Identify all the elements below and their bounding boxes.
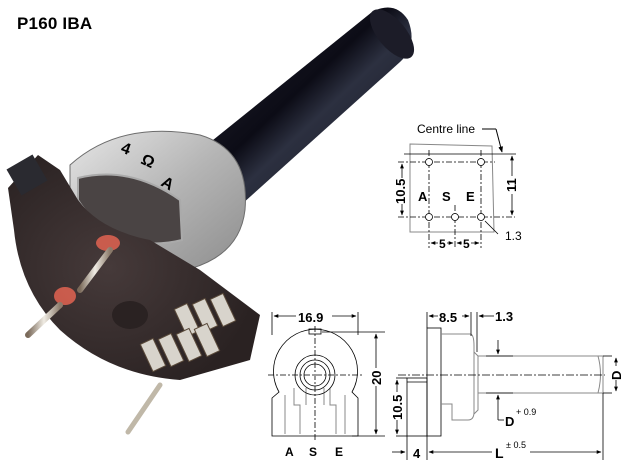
front-pin-label-a: A [285, 445, 294, 459]
dim-pitch-right: 5 [463, 237, 470, 251]
dim-pitch-left: 5 [439, 237, 446, 251]
side-view: 8.5 1.3 D + 0.9 D 10.5 4 L ± 0.5 [390, 309, 624, 461]
dim-11: 11 [504, 178, 519, 192]
pin-label-e: E [466, 189, 475, 204]
dim-1-3: 1.3 [495, 309, 513, 324]
centre-line-label: Centre line [417, 122, 475, 136]
front-view: 16.9 20 A S E [268, 308, 385, 459]
footprint-view: Centre line 10.5 11 A S E 5 [393, 122, 522, 251]
dim-hole-diameter: 1.3 [505, 229, 522, 243]
front-pin-label-e: E [335, 445, 343, 459]
dim-d-tolerance: + 0.9 [516, 407, 536, 417]
dim-l-tolerance: ± 0.5 [506, 440, 526, 450]
dim-4: 4 [413, 446, 421, 461]
pin-label-a: A [418, 189, 428, 204]
pin-label-s: S [442, 189, 451, 204]
part-number-title: P160 IBA [17, 14, 93, 33]
dim-d-shaft: D [609, 371, 624, 380]
dim-d-tolerance-label: D [505, 414, 514, 429]
dim-16-9: 16.9 [298, 310, 323, 325]
front-pin-label-s: S [309, 445, 317, 459]
dim-8-5: 8.5 [439, 310, 457, 325]
dim-pin-10-5: 10.5 [390, 395, 405, 420]
pins [25, 247, 237, 435]
dim-10-5: 10.5 [393, 179, 408, 204]
dim-20: 20 [369, 371, 384, 385]
dim-l: L [495, 445, 504, 461]
